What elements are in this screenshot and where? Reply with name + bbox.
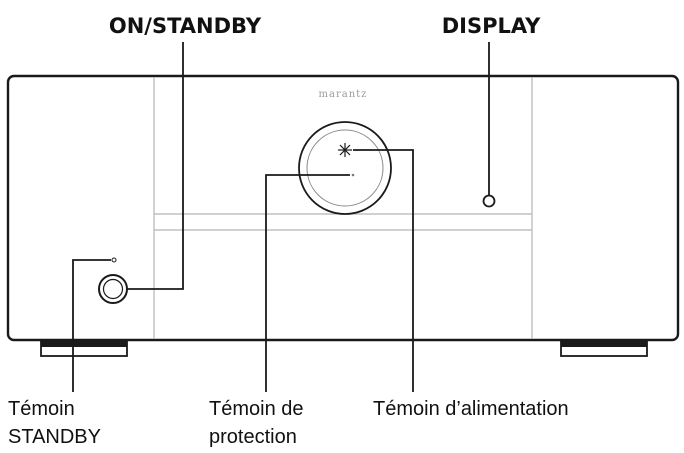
power-indicator-label: Témoin d’alimentation	[373, 398, 569, 420]
display-button-icon[interactable]	[482, 194, 496, 208]
power-led-star-icon	[338, 143, 352, 157]
protection-led-icon	[351, 173, 355, 177]
left-foot	[40, 339, 128, 357]
central-knob[interactable]	[298, 121, 392, 215]
on-standby-label: ON/STANDBY	[109, 14, 262, 38]
brand-logo: marantz	[319, 89, 368, 100]
protection-indicator-label-line1: Témoin de	[209, 398, 304, 420]
power-button-icon[interactable]	[98, 274, 128, 304]
standby-led-icon	[111, 257, 117, 263]
protection-indicator-label-line2: protection	[209, 426, 297, 448]
standby-indicator-label-line2: STANDBY	[8, 426, 101, 448]
standby-indicator-label-line1: Témoin	[8, 398, 75, 420]
display-label: DISPLAY	[442, 14, 541, 38]
leader-lines	[72, 42, 490, 392]
right-foot	[560, 339, 648, 357]
